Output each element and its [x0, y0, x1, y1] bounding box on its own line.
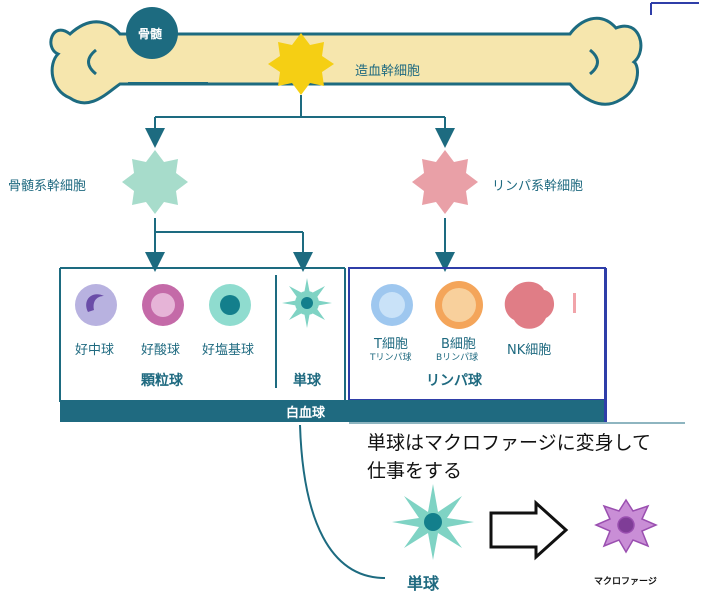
basophil-label: 好塩基球 — [202, 343, 255, 358]
t-cell-sub-label: Tリンパ球 — [370, 353, 412, 363]
monocyte-icon — [282, 278, 332, 328]
note-line-2: 仕事をする — [367, 460, 463, 482]
neutrophil-label: 好中球 — [75, 343, 115, 358]
bone-shape — [49, 16, 643, 106]
stem-cell-label: 造血幹細胞 — [355, 64, 421, 79]
monocyte-large-icon — [392, 484, 474, 560]
b-cell-icon — [435, 281, 483, 329]
macrophage-icon — [594, 498, 658, 554]
monocyte-label: 単球 — [293, 373, 321, 389]
marrow-badge-circle — [126, 7, 178, 59]
partial-cell-edge — [573, 293, 576, 313]
white-blood-cell-band — [60, 400, 604, 422]
t-cell-label: T細胞 — [374, 337, 408, 352]
lymphocyte-group-label: リンパ球 — [426, 373, 482, 389]
eosinophil-label: 好酸球 — [141, 343, 181, 358]
white-blood-cell-label: 白血球 — [286, 406, 326, 421]
myeloid-stem-cell-shape — [122, 150, 188, 214]
stem-cell-shape — [268, 33, 334, 95]
nk-cell-label: NK細胞 — [507, 343, 552, 358]
marrow-badge-label: 骨髄 — [138, 27, 163, 41]
eosinophil-icon — [142, 284, 184, 326]
cell-panel — [59, 267, 607, 422]
nk-cell-icon — [504, 281, 555, 329]
monocyte-large-label: 単球 — [407, 574, 440, 593]
macrophage-label: マクロファージ — [594, 577, 657, 587]
lymphoid-stem-cell-shape — [412, 150, 478, 214]
neutrophil-icon — [75, 284, 117, 326]
note-line-1: 単球はマクロファージに変身して — [367, 432, 652, 454]
connector-lines — [145, 95, 455, 272]
transform-arrow-icon — [489, 499, 569, 561]
callout-curve — [299, 424, 386, 579]
b-cell-label: B細胞 — [441, 337, 476, 352]
basophil-icon — [209, 284, 251, 326]
lymphoid-stem-label: リンパ系幹細胞 — [492, 179, 584, 194]
b-cell-sub-label: Bリンパ球 — [436, 353, 479, 363]
myeloid-stem-label: 骨髄系幹細胞 — [8, 179, 87, 194]
t-cell-icon — [371, 284, 413, 326]
granulocyte-group-label: 顆粒球 — [141, 373, 183, 389]
